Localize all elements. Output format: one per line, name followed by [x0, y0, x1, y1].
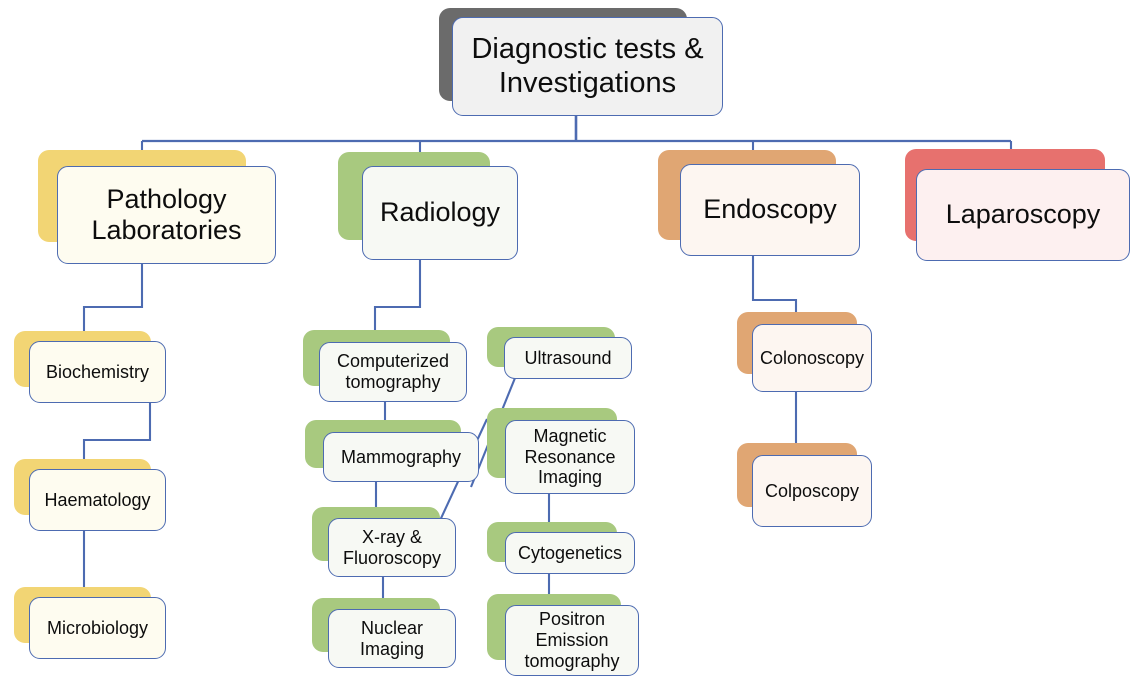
node-laparoscopy[interactable]: Laparoscopy	[905, 149, 1130, 261]
node-cytogenetics[interactable]: Cytogenetics	[487, 522, 635, 574]
connector-radiology-to-children	[373, 258, 422, 332]
connector-pathology-to-children	[82, 263, 144, 333]
node-xray-fluoroscopy-card[interactable]: X-ray & Fluoroscopy	[328, 518, 456, 577]
node-colposcopy-label: Colposcopy	[764, 480, 860, 501]
node-nuclear-imaging-label: Nuclear Imaging	[359, 617, 425, 659]
node-radiology[interactable]: Radiology	[338, 152, 518, 260]
node-pathology-laboratories[interactable]: Pathology Laboratories	[38, 150, 276, 264]
node-xray-fluoroscopy[interactable]: X-ray & Fluoroscopy	[312, 507, 456, 577]
node-colonoscopy[interactable]: Colonoscopy	[737, 312, 872, 392]
node-nuclear-imaging-card[interactable]: Nuclear Imaging	[328, 609, 456, 668]
node-ultrasound-label: Ultrasound	[524, 347, 612, 368]
node-nuclear-imaging[interactable]: Nuclear Imaging	[312, 598, 456, 668]
node-mammography-label: Mammography	[340, 446, 462, 467]
node-biochemistry[interactable]: Biochemistry	[14, 331, 166, 403]
node-magnetic-resonance-imaging[interactable]: Magnetic Resonance Imaging	[487, 408, 635, 494]
node-endoscopy[interactable]: Endoscopy	[658, 150, 860, 256]
node-root-label: Diagnostic tests & Investigations	[471, 32, 704, 99]
node-biochemistry-card[interactable]: Biochemistry	[29, 341, 166, 403]
node-computerized-tomography-card[interactable]: Computerized tomography	[319, 342, 467, 402]
node-positron-emission-tomography-label: Positron Emission tomography	[524, 609, 620, 671]
node-cytogenetics-label: Cytogenetics	[517, 542, 623, 563]
node-haematology-label: Haematology	[44, 489, 151, 510]
node-radiology-card[interactable]: Radiology	[362, 166, 518, 260]
node-root-card[interactable]: Diagnostic tests & Investigations	[452, 17, 723, 116]
node-mammography-card[interactable]: Mammography	[323, 432, 479, 482]
node-mammography[interactable]: Mammography	[305, 420, 479, 482]
node-ultrasound-card[interactable]: Ultrasound	[504, 337, 632, 379]
node-colonoscopy-card[interactable]: Colonoscopy	[752, 324, 872, 392]
node-cytogenetics-card[interactable]: Cytogenetics	[505, 532, 635, 574]
node-microbiology-label: Microbiology	[46, 617, 149, 638]
node-haematology-card[interactable]: Haematology	[29, 469, 166, 531]
node-microbiology-card[interactable]: Microbiology	[29, 597, 166, 659]
node-root[interactable]: Diagnostic tests & Investigations	[439, 8, 723, 116]
node-biochemistry-label: Biochemistry	[45, 361, 150, 382]
node-endoscopy-label: Endoscopy	[703, 194, 837, 225]
node-computerized-tomography[interactable]: Computerized tomography	[303, 330, 467, 402]
node-positron-emission-tomography[interactable]: Positron Emission tomography	[487, 594, 639, 676]
node-colposcopy-card[interactable]: Colposcopy	[752, 455, 872, 527]
node-microbiology[interactable]: Microbiology	[14, 587, 166, 659]
node-magnetic-resonance-imaging-label: Magnetic Resonance Imaging	[524, 425, 616, 488]
node-haematology[interactable]: Haematology	[14, 459, 166, 531]
node-xray-fluoroscopy-label: X-ray & Fluoroscopy	[342, 526, 442, 568]
connector-biochemistry-to-haematology	[82, 403, 152, 461]
node-positron-emission-tomography-card[interactable]: Positron Emission tomography	[505, 605, 639, 676]
node-colonoscopy-label: Colonoscopy	[759, 347, 865, 368]
node-computerized-tomography-label: Computerized tomography	[336, 351, 450, 392]
node-laparoscopy-label: Laparoscopy	[945, 199, 1101, 230]
node-magnetic-resonance-imaging-card[interactable]: Magnetic Resonance Imaging	[505, 420, 635, 494]
node-pathology-card[interactable]: Pathology Laboratories	[57, 166, 276, 264]
node-endoscopy-card[interactable]: Endoscopy	[680, 164, 860, 256]
node-ultrasound[interactable]: Ultrasound	[487, 327, 632, 379]
node-pathology-label: Pathology Laboratories	[91, 183, 242, 245]
node-laparoscopy-card[interactable]: Laparoscopy	[916, 169, 1130, 261]
node-colposcopy[interactable]: Colposcopy	[737, 443, 872, 527]
node-radiology-label: Radiology	[379, 197, 501, 228]
